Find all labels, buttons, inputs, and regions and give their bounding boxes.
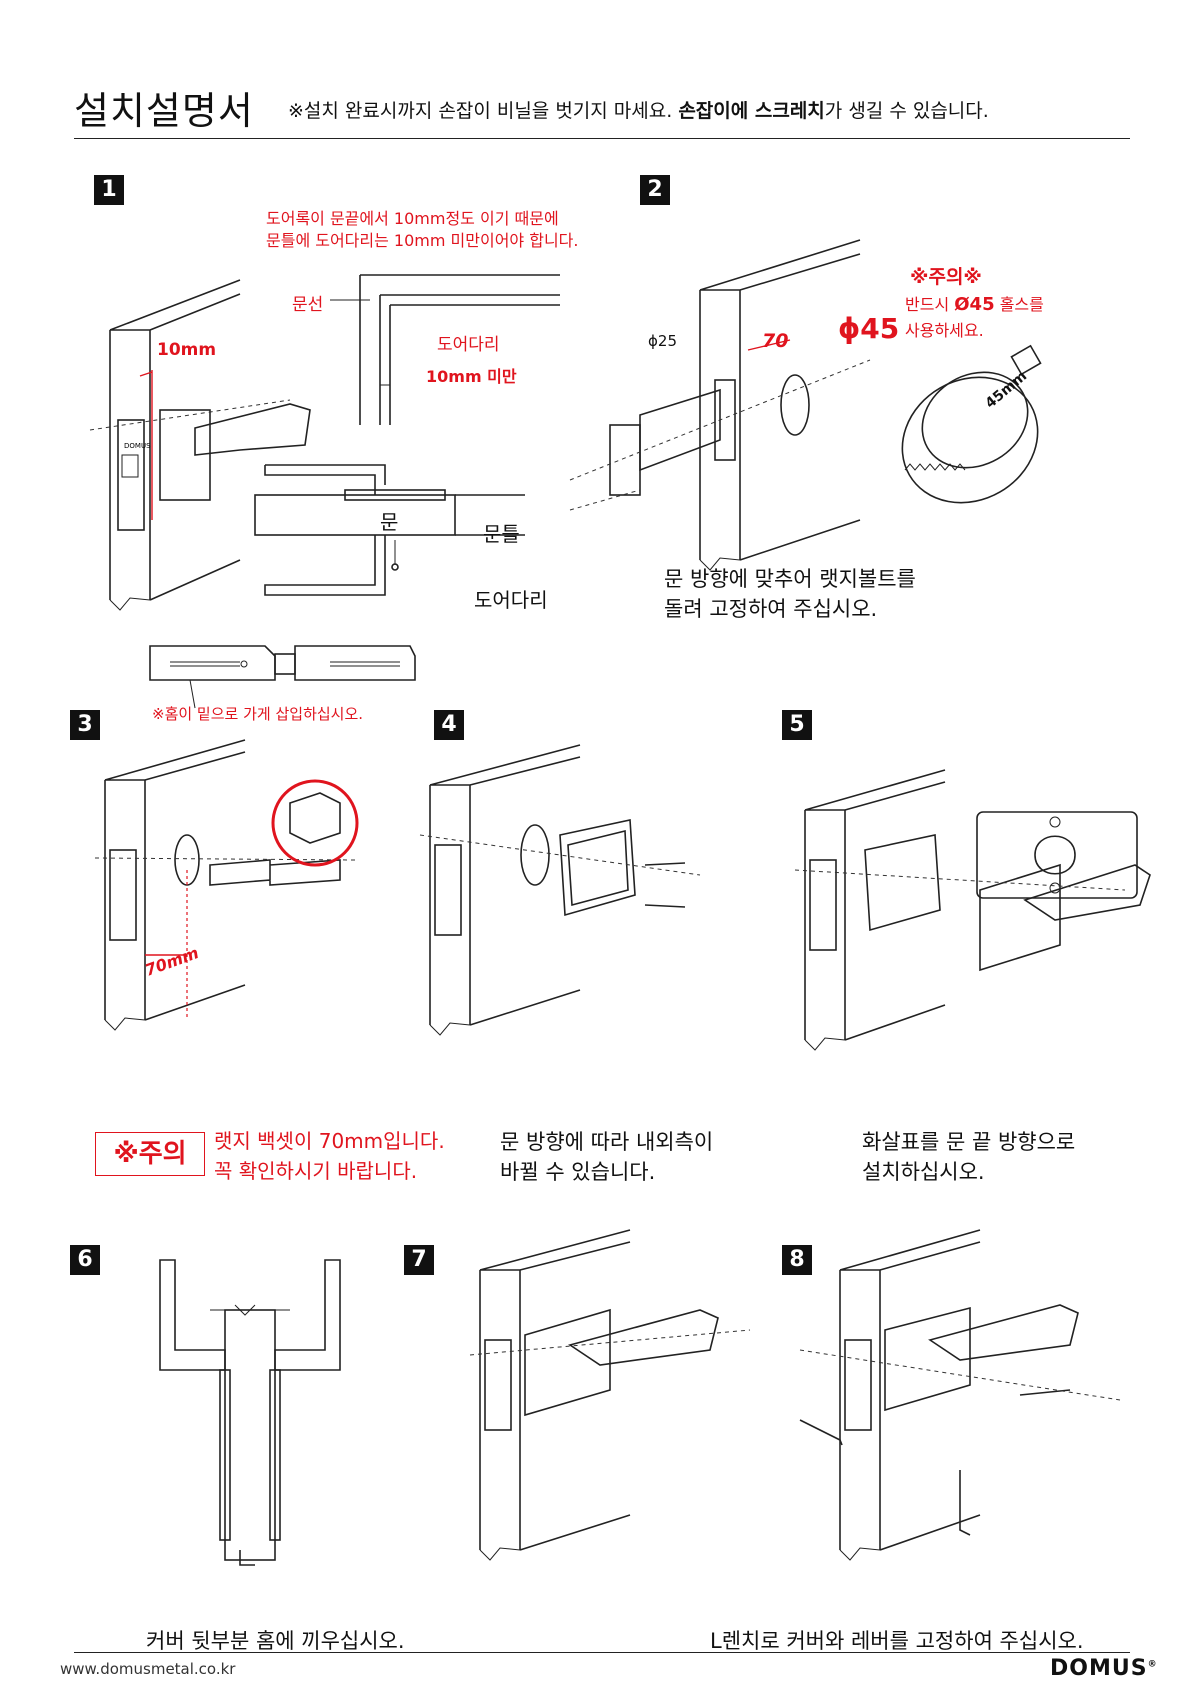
step5-illustration: [794, 769, 1151, 1051]
step-5-badge: 5: [782, 710, 812, 740]
step2-caution-title: ※주의※: [910, 266, 982, 288]
step1-note-line2: 문틀에 도어다리는 10mm 미만이어야 합니다.: [266, 231, 579, 250]
step3-caution-line1: 랫지 백셋이 70mm입니다.: [214, 1129, 445, 1153]
step8-caption: L렌치로 커버와 레버를 고정하여 주십시오.: [710, 1629, 1084, 1653]
step-7-badge: 7: [404, 1245, 434, 1275]
step3-caution-line2: 꼭 확인하시기 바랍니다.: [214, 1159, 418, 1183]
step1-frame-illustration: [359, 274, 560, 425]
step1-latch-text: DOMUS: [124, 442, 151, 450]
caution-text-a: 반드시: [905, 295, 955, 314]
step-6-badge: 6: [70, 1245, 100, 1275]
header-notice: ※설치 완료시까지 손잡이 비닐을 벗기지 마세요. 손잡이에 스크레치가 생길…: [288, 96, 989, 123]
munseon-leader: [330, 299, 370, 301]
step2-dim70: 70: [762, 330, 789, 352]
step1-door-illustration: DOMUS: [89, 279, 311, 611]
step3-caution-text: 랫지 백셋이 70mm입니다. 꼭 확인하시기 바랍니다.: [214, 1126, 445, 1186]
step4-illustration: [419, 744, 701, 1036]
step-8-badge: 8: [782, 1245, 812, 1275]
step2-latch-illustration: [569, 239, 871, 571]
step-2-badge: 2: [640, 175, 670, 205]
notice-bold: 손잡이에 스크레치: [678, 100, 825, 122]
step2-caption-line1: 문 방향에 맞추어 랫지볼트를: [664, 567, 916, 591]
step2-caution-text: 반드시 Ø45 홀스를 사용하세요.: [905, 292, 1044, 344]
caution-text-c: 홀스를: [994, 295, 1044, 314]
step3-caution-badge: ※주의: [95, 1132, 205, 1176]
step4-caption-line1: 문 방향에 따라 내외측이: [500, 1130, 714, 1154]
notice-prefix: ※설치 완료시까지 손잡이 비닐을 벗기지 마세요.: [288, 100, 679, 122]
step2-caption-line2: 돌려 고정하여 주십시오.: [664, 597, 878, 621]
step3-illustration: [94, 739, 356, 1031]
caution-line2: 사용하세요.: [905, 321, 984, 340]
step2-phi45: ϕ45: [838, 312, 900, 345]
step-3-badge: 3: [70, 710, 100, 740]
step1-frame-label: 문틀: [483, 522, 520, 546]
step4-caption: 문 방향에 따라 내외측이 바뀔 수 있습니다.: [500, 1127, 713, 1187]
step1-note: 도어록이 문끝에서 10mm정도 이기 때문에 문틀에 도어다리는 10mm 미…: [266, 208, 578, 252]
holesaw-illustration: [901, 344, 1042, 504]
step2-phi25: ϕ25: [648, 332, 677, 350]
step3-insert-note: ※홈이 밑으로 가게 삽입하십시오.: [152, 705, 364, 723]
step-4-badge: 4: [434, 710, 464, 740]
footer-logo-text: DOMUS: [1050, 1656, 1148, 1681]
step1-doordari2-label: 도어다리: [474, 588, 548, 612]
footer-url[interactable]: www.domusmetal.co.kr: [60, 1660, 236, 1678]
step5-caption-line1: 화살표를 문 끝 방향으로: [862, 1130, 1076, 1154]
step1-door-label: 문: [380, 510, 399, 534]
step4-caption-line2: 바뀔 수 있습니다.: [500, 1160, 656, 1184]
step1-cross-section: [254, 464, 525, 596]
footer-divider: [74, 1652, 1130, 1653]
step5-caption-line2: 설치하십시오.: [862, 1160, 985, 1184]
step6-illustration: [159, 1259, 341, 1566]
step8-illustration: [799, 1229, 1121, 1561]
spindle-detail: [149, 645, 416, 709]
step1-10mm-label: 10mm: [157, 340, 217, 360]
footer-logo-mark: ®: [1147, 1659, 1158, 1670]
caution-phi: Ø45: [954, 294, 995, 315]
step3-magnifier: [271, 779, 359, 867]
step-1-badge: 1: [94, 175, 124, 205]
step2-caption: 문 방향에 맞추어 랫지볼트를 돌려 고정하여 주십시오.: [664, 564, 916, 624]
notice-suffix: 가 생길 수 있습니다.: [824, 100, 989, 122]
step1-munseon-label: 문선: [292, 295, 324, 315]
header-divider: [74, 138, 1130, 139]
page-title: 설치설명서: [74, 89, 254, 133]
step1-doordari-label: 도어다리: [437, 335, 500, 355]
step5-caption: 화살표를 문 끝 방향으로 설치하십시오.: [862, 1127, 1075, 1187]
step1-note-line1: 도어록이 문끝에서 10mm정도 이기 때문에: [266, 209, 559, 228]
footer-logo: DOMUS®: [1050, 1656, 1158, 1681]
step1-10mm-under-label: 10mm 미만: [426, 367, 517, 386]
step7-illustration: [469, 1229, 751, 1561]
step6-caption: 커버 뒷부분 홈에 끼우십시오.: [146, 1629, 405, 1653]
